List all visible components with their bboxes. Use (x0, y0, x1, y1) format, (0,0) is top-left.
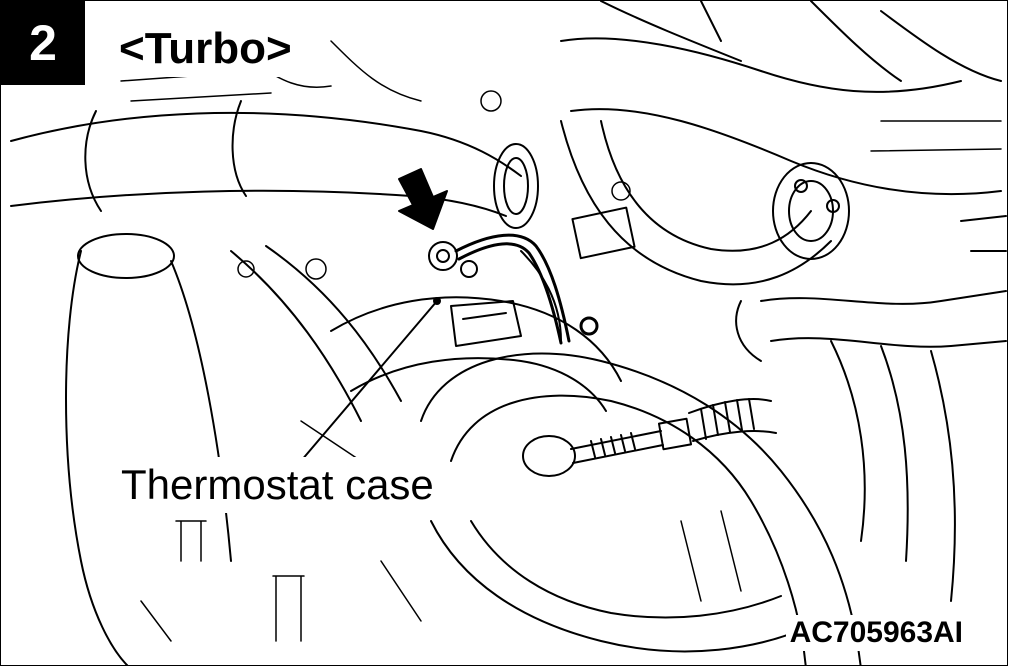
callout-leader-line (300, 300, 438, 462)
ground-wire (454, 233, 599, 345)
left-intercooler-tube (65, 233, 402, 665)
thermostat-case-label: Thermostat case (117, 457, 438, 513)
step-number-badge: 2 (1, 1, 85, 85)
upper-right-duct (560, 1, 1002, 196)
figure-id: AC705963AI (785, 615, 967, 651)
variant-label: <Turbo> (113, 21, 298, 77)
bolt-pointer-arrow (398, 168, 448, 230)
lower-radiator-hose (420, 352, 862, 665)
right-hose-bundle (735, 215, 1007, 602)
coolant-pipe (560, 120, 850, 286)
adjuster-rod (522, 398, 777, 477)
upper-intake-hose (10, 100, 539, 229)
thermostat-case-body (330, 241, 622, 412)
